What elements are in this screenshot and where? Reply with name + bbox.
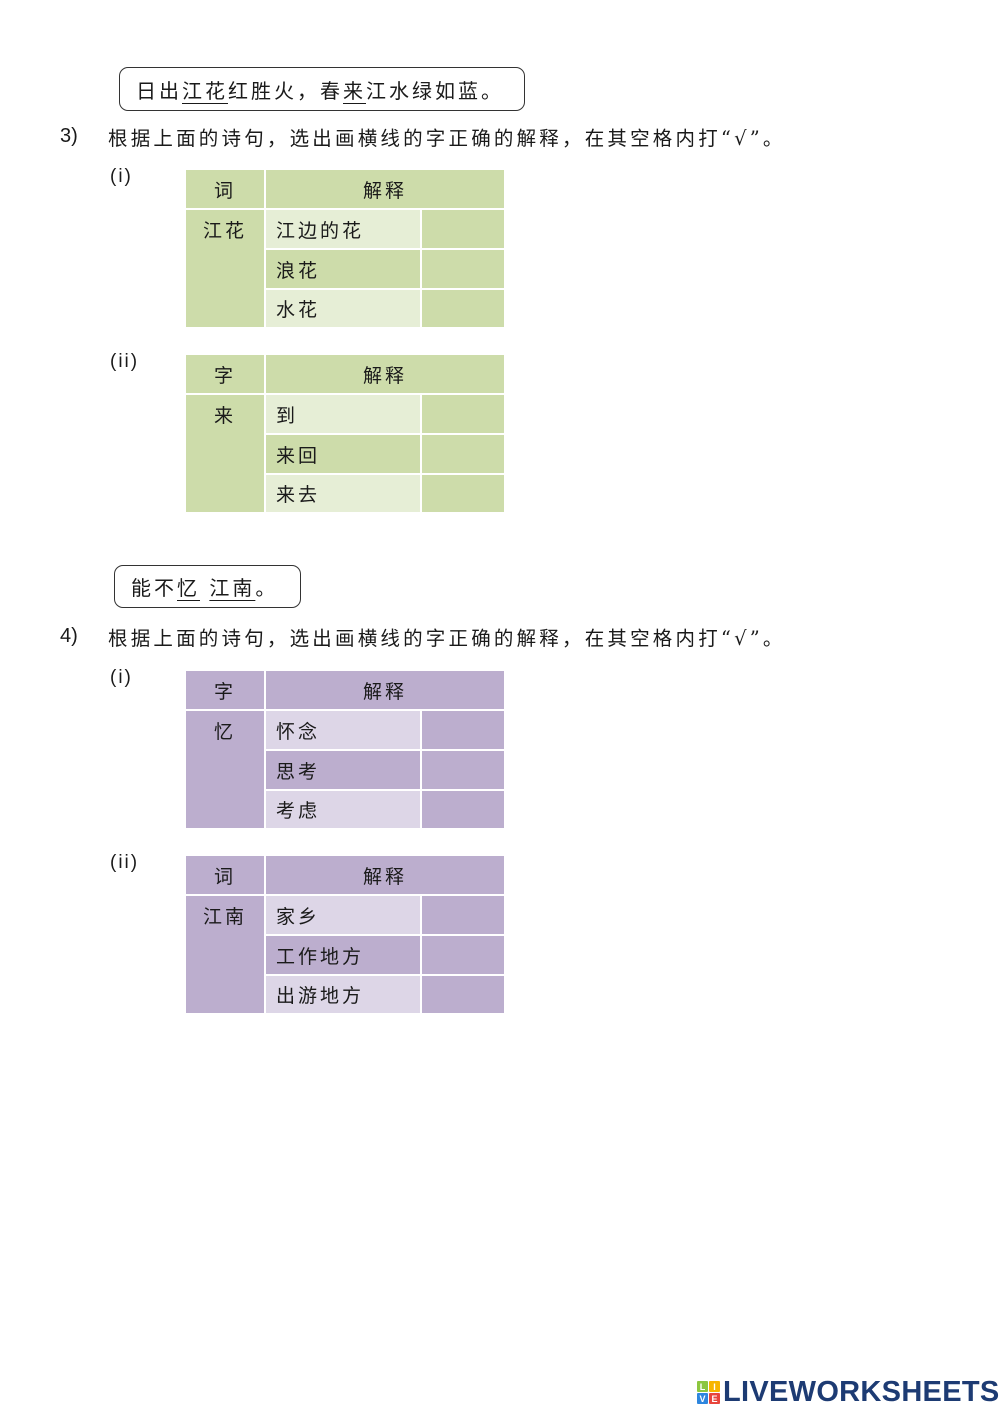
underlined-word: 江花 xyxy=(182,78,228,103)
question-4: 4) 根据上面的诗句，选出画横线的字正确的解释，在其空格内打“√”。 xyxy=(60,622,786,651)
answer-cell[interactable] xyxy=(422,210,504,248)
header-explanation: 解释 xyxy=(266,671,504,709)
option-text: 思考 xyxy=(266,751,420,789)
poem-box-4: 能不忆 江南。 xyxy=(114,565,301,608)
sub-question-label: (ii) xyxy=(110,351,140,372)
option-text: 怀念 xyxy=(266,711,420,749)
header-word: 字 xyxy=(186,355,264,393)
poem-text: 红胜火，春 xyxy=(228,78,343,103)
poem-text: 能不 xyxy=(131,576,177,600)
logo-block-e: E xyxy=(709,1393,720,1404)
target-word: 江南 xyxy=(186,896,264,1013)
underlined-word: 来 xyxy=(343,78,366,103)
header-explanation: 解释 xyxy=(266,170,504,208)
option-text: 工作地方 xyxy=(266,936,420,974)
answer-cell[interactable] xyxy=(422,290,504,327)
logo-text: LIVEWORKSHEETS xyxy=(723,1376,1000,1408)
question-number: 3) xyxy=(60,125,78,147)
sub-question-label: (i) xyxy=(110,667,133,688)
logo-block-i: I xyxy=(709,1381,720,1392)
option-text: 江边的花 xyxy=(266,210,420,248)
target-word: 忆 xyxy=(186,711,264,828)
header-explanation: 解释 xyxy=(266,355,504,393)
answer-cell[interactable] xyxy=(422,435,504,473)
answer-cell[interactable] xyxy=(422,791,504,828)
logo-live-blocks-icon: L I V E xyxy=(697,1381,720,1404)
answer-cell[interactable] xyxy=(422,976,504,1013)
target-word: 江花 xyxy=(186,210,264,327)
answer-table-3-i: 词 解释 江花 江边的花 浪花 水花 xyxy=(186,170,504,327)
option-text: 来回 xyxy=(266,435,420,473)
option-text: 到 xyxy=(266,395,420,433)
option-text: 浪花 xyxy=(266,250,420,288)
poem-text: 日出 xyxy=(136,78,182,103)
answer-cell[interactable] xyxy=(422,751,504,789)
poem-box-3: 日出江花红胜火，春来江水绿如蓝。 xyxy=(119,67,525,111)
question-text: 根据上面的诗句，选出画横线的字正确的解释，在其空格内打“√”。 xyxy=(108,627,786,650)
header-word: 词 xyxy=(186,170,264,208)
answer-table-4-ii: 词 解释 江南 家乡 工作地方 出游地方 xyxy=(186,856,504,1013)
question-number: 4) xyxy=(60,625,78,647)
header-explanation: 解释 xyxy=(266,856,504,894)
underlined-word: 江南 xyxy=(209,576,256,600)
sub-question-label: (i) xyxy=(110,166,133,187)
logo-block-l: L xyxy=(697,1381,708,1392)
poem-text xyxy=(200,575,209,599)
sub-question-label: (ii) xyxy=(110,852,140,873)
question-text: 根据上面的诗句，选出画横线的字正确的解释，在其空格内打“√”。 xyxy=(108,127,786,150)
liveworksheets-logo: L I V E LIVEWORKSHEETS xyxy=(697,1378,1000,1407)
answer-cell[interactable] xyxy=(422,896,504,934)
answer-cell[interactable] xyxy=(422,395,504,433)
option-text: 考虑 xyxy=(266,791,420,828)
underlined-word: 忆 xyxy=(177,576,200,600)
question-3: 3) 根据上面的诗句，选出画横线的字正确的解释，在其空格内打“√”。 xyxy=(60,122,786,151)
option-text: 来去 xyxy=(266,475,420,512)
answer-table-3-ii: 字 解释 来 到 来回 来去 xyxy=(186,355,504,512)
option-text: 水花 xyxy=(266,290,420,327)
header-word: 词 xyxy=(186,856,264,894)
answer-cell[interactable] xyxy=(422,250,504,288)
answer-cell[interactable] xyxy=(422,711,504,749)
poem-text: 。 xyxy=(255,576,279,600)
option-text: 家乡 xyxy=(266,896,420,934)
answer-table-4-i: 字 解释 忆 怀念 思考 考虑 xyxy=(186,671,504,828)
logo-block-v: V xyxy=(697,1393,708,1404)
option-text: 出游地方 xyxy=(266,976,420,1013)
answer-cell[interactable] xyxy=(422,936,504,974)
header-word: 字 xyxy=(186,671,264,709)
poem-text: 江水绿如蓝。 xyxy=(366,78,504,103)
target-word: 来 xyxy=(186,395,264,512)
answer-cell[interactable] xyxy=(422,475,504,512)
